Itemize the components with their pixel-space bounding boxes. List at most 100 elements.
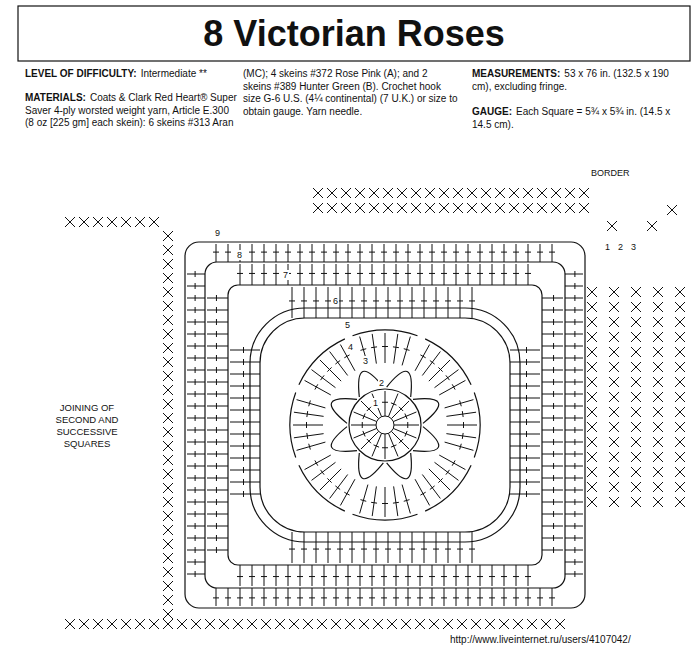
dc-tick (477, 273, 483, 274)
dc-stitch (187, 346, 205, 347)
dc-stitch (528, 565, 529, 586)
body-text: (MC); 4 skeins #372 Rose Pink (A); and 2… (243, 68, 458, 117)
sc-cross (647, 221, 657, 231)
sc-cross (481, 188, 491, 198)
dc-tick (441, 576, 447, 577)
sc-cross (163, 413, 173, 423)
dc-tick (216, 367, 217, 373)
dc-tick (321, 252, 327, 253)
dc-tick (553, 487, 554, 493)
dc-stitch (510, 434, 540, 435)
dc-stitch (187, 334, 205, 335)
sc-cross (631, 317, 641, 327)
sc-cross (429, 619, 439, 629)
sc-cross (439, 188, 449, 198)
sc-cross (163, 525, 173, 535)
dc-stitch (542, 430, 563, 431)
dc-stitch (542, 418, 563, 419)
dc-stitch (372, 244, 373, 262)
dc-stitch (288, 588, 289, 606)
sc-cross (163, 245, 173, 255)
dc-stitch (552, 244, 553, 262)
sc-cross (327, 188, 337, 198)
dc-stitch (230, 374, 260, 375)
sc-cross (341, 188, 351, 198)
sc-cross (415, 619, 425, 629)
round-2-petal (331, 399, 357, 424)
sc-cross (579, 203, 589, 213)
dc-stitch (230, 434, 260, 435)
sc-cross (565, 203, 575, 213)
sc-cross (233, 619, 243, 629)
dc-tick (313, 300, 319, 301)
sc-cross (163, 455, 173, 465)
dc-tick (397, 549, 403, 550)
round-number: 4 (347, 342, 354, 352)
dc-stitch (542, 298, 563, 299)
dc-stitch (415, 479, 430, 505)
dc-tick (393, 597, 399, 598)
dc-stitch (444, 588, 445, 606)
sc-cross (675, 347, 685, 357)
dc-stitch (540, 588, 541, 606)
dc-tick (417, 252, 423, 253)
dc-tick (360, 349, 366, 351)
sc-cross (261, 619, 271, 629)
dc-tick (445, 300, 451, 301)
dc-tick (553, 295, 554, 301)
dc-tick (195, 331, 196, 337)
dc-stitch (565, 418, 583, 419)
dc-tick (289, 549, 295, 550)
dc-tick (195, 535, 196, 541)
dc-stitch (542, 322, 563, 323)
sc-cross (373, 619, 383, 629)
dc-stitch (207, 502, 228, 503)
sc-cross (631, 407, 641, 417)
sc-cross (587, 452, 597, 462)
dc-tick (405, 431, 407, 437)
dc-tick (574, 535, 575, 541)
sc-cross (383, 203, 393, 213)
dc-tick (216, 343, 217, 349)
dc-stitch (565, 406, 583, 407)
dc-stitch (187, 526, 205, 527)
dc-stitch (565, 514, 583, 515)
round-2-petal (359, 453, 384, 479)
dc-tick (195, 343, 196, 349)
dc-tick (513, 576, 519, 577)
dc-stitch (565, 574, 583, 575)
sc-cross (191, 619, 201, 629)
sc-cross (233, 619, 243, 629)
sc-cross (631, 482, 641, 492)
sc-cross (327, 188, 337, 198)
dc-stitch (252, 565, 253, 586)
dc-stitch (510, 422, 540, 423)
sc-cross (653, 407, 663, 417)
sc-cross (163, 483, 173, 493)
dc-tick (526, 491, 527, 497)
round-3-fan (299, 339, 345, 385)
sc-cross (551, 188, 561, 198)
dc-tick (195, 499, 196, 505)
dc-stitch (187, 466, 205, 467)
dc-stitch (385, 333, 386, 363)
sc-cross (523, 188, 533, 198)
dc-stitch (300, 264, 301, 285)
dc-stitch (293, 425, 323, 426)
dc-stitch (276, 588, 277, 606)
dc-stitch (304, 287, 305, 318)
title-frame (18, 6, 690, 61)
sc-cross (675, 467, 685, 477)
dc-stitch (420, 264, 421, 285)
sc-cross (537, 188, 547, 198)
sc-cross (675, 362, 685, 372)
sc-cross (471, 619, 481, 629)
dc-tick (453, 576, 459, 577)
sc-cross (653, 302, 663, 312)
dc-tick (574, 355, 575, 361)
sc-cross (191, 619, 201, 629)
text-column: LEVEL OF DIFFICULTY:Intermediate ** (25, 68, 237, 81)
round-3-fan (425, 465, 471, 511)
dc-stitch (542, 334, 563, 335)
dc-tick (409, 300, 415, 301)
